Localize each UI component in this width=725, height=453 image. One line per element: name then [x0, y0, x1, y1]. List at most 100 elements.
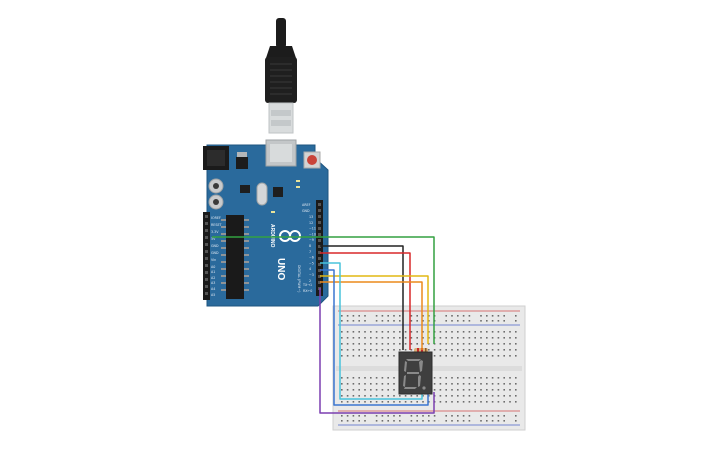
digital-pin-label: 2	[309, 279, 311, 283]
breadboard-hole	[515, 337, 517, 339]
breadboard-hole	[503, 315, 505, 317]
breadboard-hole	[445, 420, 447, 422]
breadboard-hole	[445, 401, 447, 403]
breadboard-hole	[439, 355, 442, 357]
breadboard-hole	[370, 343, 372, 345]
breadboard-hole	[445, 315, 447, 317]
breadboard-hole	[451, 355, 453, 357]
breadboard-hole	[451, 383, 453, 385]
breadboard-hole	[474, 337, 476, 339]
wire-purple[interactable]	[319, 288, 435, 414]
breadboard-hole	[515, 415, 517, 417]
breadboard-hole	[515, 343, 517, 345]
breadboard-hole	[439, 383, 442, 385]
breadboard-hole	[462, 315, 465, 317]
breadboard-hole	[387, 355, 389, 357]
wire-blue[interactable]	[320, 269, 429, 406]
pin-label-ioref: IOREF	[211, 216, 221, 220]
breadboard-hole	[503, 320, 505, 322]
breadboard-hole	[358, 315, 360, 317]
breadboard-hole	[428, 331, 430, 333]
breadboard-hole	[497, 389, 500, 391]
breadboard-hole	[399, 331, 401, 333]
breadboard-hole	[503, 389, 505, 391]
breadboard-hole	[451, 320, 453, 322]
breadboard-hole	[352, 415, 355, 417]
breadboard-hole	[341, 415, 343, 417]
breadboard-hole	[515, 401, 517, 403]
breadboard-hole	[433, 355, 436, 357]
breadboard-hole	[480, 331, 482, 333]
breadboard-hole	[497, 355, 500, 357]
breadboard-hole	[387, 343, 389, 345]
breadboard-hole	[428, 320, 430, 322]
brand-label: ARDUINO	[269, 224, 275, 247]
breadboard-hole	[375, 337, 378, 339]
breadboard-hole	[358, 401, 360, 403]
breadboard-hole	[404, 349, 407, 351]
breadboard-hole	[416, 415, 418, 417]
wire-cyan[interactable]	[320, 262, 423, 400]
breadboard-hole	[404, 337, 407, 339]
breadboard-hole	[381, 420, 384, 422]
breadboard-hole	[381, 320, 384, 322]
pin-label-a5: A5	[211, 293, 215, 297]
breadboard-hole	[341, 389, 343, 391]
breadboard-hole	[399, 395, 401, 397]
breadboard-hole	[491, 331, 494, 333]
breadboard-hole	[399, 315, 401, 317]
breadboard-hole	[462, 420, 465, 422]
breadboard-hole	[486, 337, 488, 339]
wire-orange[interactable]	[320, 281, 423, 350]
breadboard-hole	[428, 343, 430, 345]
breadboard-hole	[404, 343, 407, 345]
breadboard-hole	[480, 355, 482, 357]
breadboard-hole	[358, 415, 360, 417]
arduino-uno-board[interactable]: IOREF RESET 3.3V 5V GND GND Vin A0 A1 A2…	[203, 139, 329, 307]
breadboard-hole	[416, 331, 418, 333]
breadboard-hole	[503, 420, 505, 422]
breadboard-hole	[364, 355, 366, 357]
usb-cable-icon	[265, 18, 297, 134]
breadboard-hole	[422, 343, 424, 345]
breadboard-hole	[497, 395, 500, 397]
breadboard-hole	[462, 355, 465, 357]
breadboard-hole	[393, 377, 395, 379]
breadboard-hole	[393, 420, 395, 422]
breadboard-hole	[457, 415, 459, 417]
breadboard-hole	[375, 320, 378, 322]
breadboard-hole	[410, 337, 413, 339]
digital-pin-label: ~6	[309, 256, 314, 260]
breadboard-hole	[358, 420, 360, 422]
wire-green[interactable]	[212, 236, 435, 344]
breadboard-hole	[370, 331, 372, 333]
breadboard-hole	[358, 395, 360, 397]
wire-black[interactable]	[320, 245, 404, 350]
breadboard-hole	[491, 320, 494, 322]
breadboard-hole	[428, 420, 430, 422]
reset-button-icon[interactable]	[303, 151, 321, 169]
breadboard-hole	[486, 401, 488, 403]
breadboard-hole	[468, 420, 471, 422]
breadboard-hole	[480, 349, 482, 351]
infinity-logo-icon	[279, 230, 301, 242]
breadboard-hole	[491, 420, 494, 422]
breadboard-hole	[387, 331, 389, 333]
breadboard-hole	[445, 383, 447, 385]
seven-segment-display[interactable]: 8.	[0, 0, 433, 395]
breadboard-hole	[428, 315, 430, 317]
breadboard-hole	[341, 420, 343, 422]
digital-pin-label: ~9	[309, 238, 314, 242]
breadboard-hole	[445, 389, 447, 391]
breadboard-hole	[352, 395, 355, 397]
wire-red[interactable]	[320, 252, 411, 350]
breadboard-hole	[387, 337, 389, 339]
breadboard-hole	[491, 415, 494, 417]
breadboard-hole	[341, 331, 343, 333]
breadboard-hole	[462, 395, 465, 397]
wire-yellow[interactable]	[320, 275, 429, 344]
breadboard-hole	[439, 331, 442, 333]
breadboard-hole	[352, 420, 355, 422]
breadboard-hole	[358, 331, 360, 333]
breadboard-hole	[346, 389, 349, 391]
